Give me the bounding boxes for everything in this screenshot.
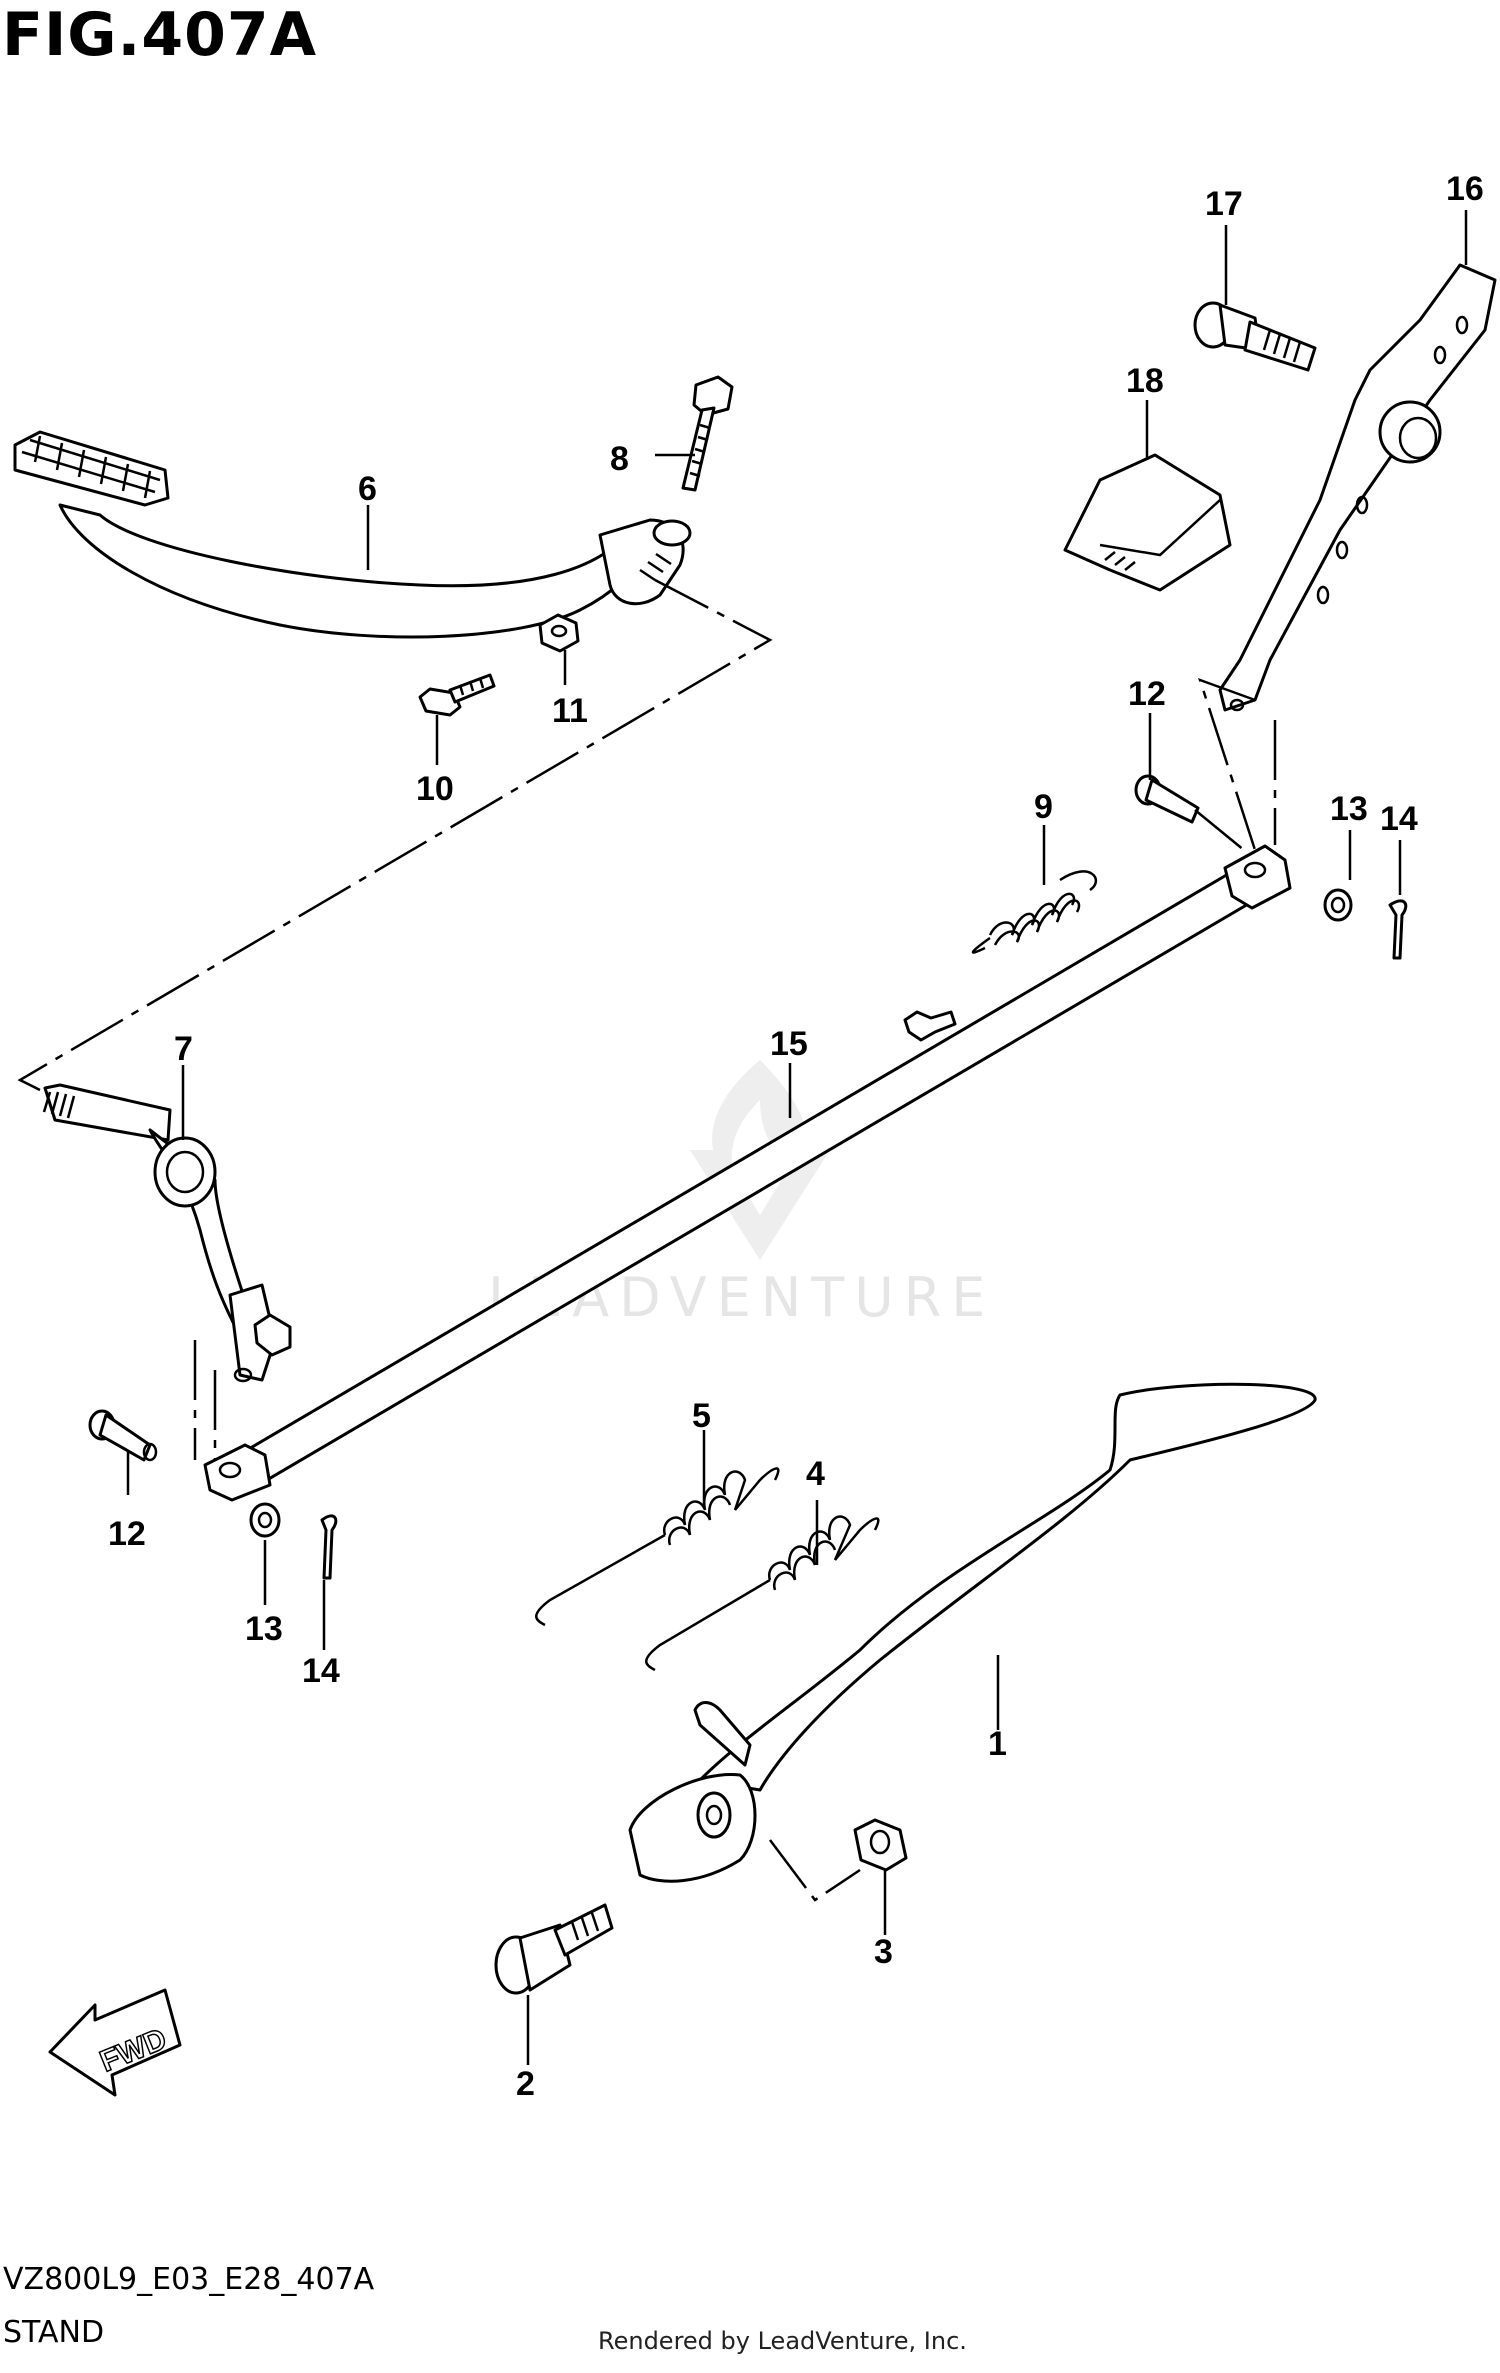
callout-4: 4 bbox=[806, 1455, 825, 1493]
rendered-by-credit: Rendered by LeadVenture, Inc. bbox=[598, 2327, 967, 2355]
callout-18: 18 bbox=[1126, 362, 1164, 400]
spring-part-9 bbox=[971, 870, 1097, 954]
arm-part-16 bbox=[1218, 263, 1497, 712]
callout-13-lower: 13 bbox=[245, 1610, 283, 1648]
callout-14-upper: 14 bbox=[1380, 800, 1418, 838]
spring-part-5 bbox=[535, 1467, 780, 1627]
callout-12-upper: 12 bbox=[1128, 675, 1166, 713]
callout-7: 7 bbox=[174, 1030, 193, 1068]
nut-part-11 bbox=[538, 613, 580, 653]
leader-lines bbox=[126, 210, 1468, 2065]
callout-8: 8 bbox=[610, 440, 629, 478]
callout-13-upper: 13 bbox=[1330, 790, 1368, 828]
rod-part-15 bbox=[203, 844, 1292, 1502]
callout-12-lower: 12 bbox=[108, 1515, 146, 1553]
shoulder-bolt-part-17 bbox=[1193, 301, 1317, 372]
pin-part-12-lower bbox=[88, 1409, 158, 1462]
bolt-part-8 bbox=[681, 375, 734, 492]
brake-pedal-part-6 bbox=[13, 430, 692, 639]
pad-part-18 bbox=[1063, 453, 1232, 592]
callout-16: 16 bbox=[1446, 170, 1484, 208]
cotter-pin-part-14-lower bbox=[320, 1514, 338, 1580]
diagram-name: STAND bbox=[3, 2315, 105, 2350]
bolt-part-10 bbox=[418, 673, 496, 717]
side-stand-part-1 bbox=[628, 1382, 1317, 1902]
callout-3: 3 bbox=[874, 1933, 893, 1971]
callout-11: 11 bbox=[552, 692, 588, 730]
cotter-pin-part-14-upper bbox=[1388, 899, 1408, 960]
figure-title: FIG.407A bbox=[2, 0, 318, 70]
bolt-part-2 bbox=[494, 1903, 614, 1995]
callout-10: 10 bbox=[416, 770, 454, 808]
callout-14-lower: 14 bbox=[302, 1652, 340, 1690]
callout-6: 6 bbox=[358, 470, 377, 508]
assembly-lines bbox=[17, 578, 1277, 1460]
callout-5: 5 bbox=[692, 1397, 711, 1435]
callout-1: 1 bbox=[988, 1725, 1007, 1763]
callout-2: 2 bbox=[516, 2065, 535, 2103]
washer-part-13-upper bbox=[1323, 888, 1353, 922]
callout-9: 9 bbox=[1034, 788, 1053, 826]
spring-part-4 bbox=[645, 1515, 880, 1672]
fwd-arrow-icon: FWD bbox=[48, 1988, 182, 2097]
washer-part-13-lower bbox=[249, 1502, 281, 1538]
callout-15: 15 bbox=[770, 1025, 808, 1063]
diagram-code: VZ800L9_E03_E28_407A bbox=[3, 2262, 375, 2297]
pin-part-12-upper bbox=[1134, 774, 1200, 824]
lever-part-7 bbox=[42, 1083, 292, 1383]
callout-17: 17 bbox=[1205, 185, 1243, 223]
nut-part-3 bbox=[853, 1818, 908, 1872]
callout-labels: 1 2 3 4 5 6 7 8 9 10 11 12 12 13 13 14 1… bbox=[108, 170, 1484, 2103]
